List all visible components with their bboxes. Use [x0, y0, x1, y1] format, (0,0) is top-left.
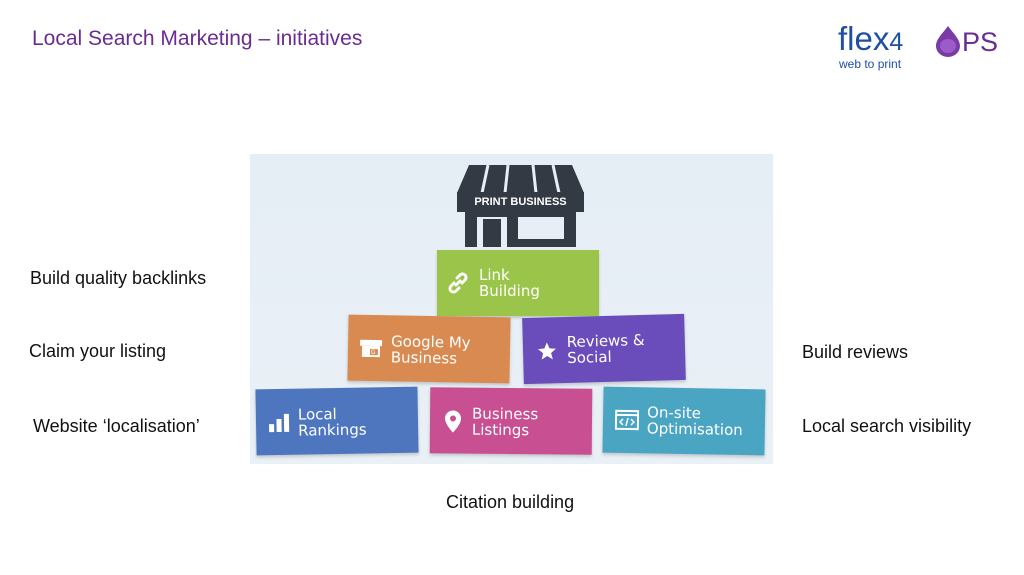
store-sign: PRINT BUSINESS — [457, 192, 584, 212]
business-listings-label: Business Listings — [471, 404, 539, 440]
code-window-icon — [614, 409, 640, 431]
label-claim-listing: Claim your listing — [29, 341, 167, 361]
flex4ops-logo: flex4 PS web to print — [838, 20, 1008, 76]
local-seo-pyramid-graphic: PRINT BUSINESS Link Building G Google My… — [250, 154, 773, 464]
label-build-reviews: Build reviews — [802, 342, 909, 362]
business-listings-block: Business Listings — [429, 387, 593, 455]
google-my-business-block: G Google My Business — [347, 314, 511, 384]
google-my-business-label: Google My Business — [390, 332, 471, 368]
logo-wordmark: flex — [838, 20, 890, 57]
map-pin-icon — [445, 410, 462, 433]
logo-drop-icon — [936, 26, 960, 57]
label-local-visibility: Local search visibility — [802, 416, 972, 436]
onsite-optimisation-block: On-site Optimisation — [602, 386, 766, 456]
reviews-social-label: Reviews & Social — [566, 330, 645, 367]
label-build-backlinks: Build quality backlinks — [30, 268, 207, 288]
link-building-block: Link Building — [437, 250, 599, 316]
local-rankings-label: Local Rankings — [297, 405, 367, 440]
star-icon — [537, 342, 556, 360]
svg-text:G: G — [371, 349, 376, 356]
link-building-label: Link Building — [479, 266, 540, 300]
logo-suffix: PS — [962, 27, 999, 57]
logo-number: 4 — [889, 28, 904, 56]
reviews-social-block: Reviews & Social — [522, 313, 686, 385]
logo-tagline: web to print — [839, 57, 902, 71]
label-citation-building: Citation building — [446, 492, 575, 512]
slide-title: Local Search Marketing – initiatives — [32, 27, 363, 50]
label-website-localisation: Website ‘localisation’ — [33, 416, 200, 436]
local-rankings-block: Local Rankings — [255, 386, 419, 456]
bar-chart-icon — [269, 413, 290, 433]
link-icon — [448, 272, 468, 294]
storefront-icon: G — [360, 339, 383, 358]
onsite-optimisation-label: On-site Optimisation — [646, 403, 743, 440]
storefront-icon — [457, 164, 584, 247]
